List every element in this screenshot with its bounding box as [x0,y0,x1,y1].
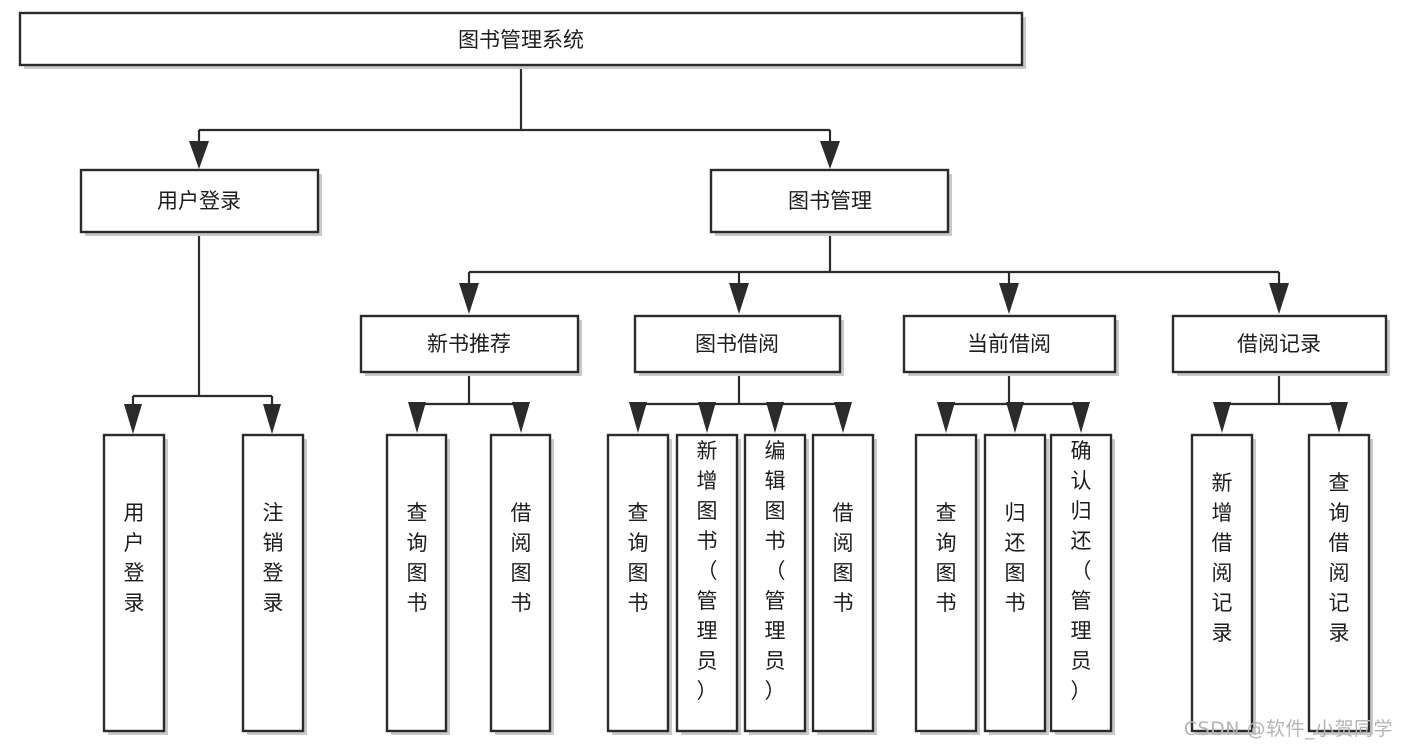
leaf-query-book-3-label: 查询图书 [936,501,957,615]
book-management-label: 图书管理 [788,189,872,213]
leaf-edit-book-box [743,433,807,733]
arrowhead-leaf-borrow-book-2 [834,402,852,433]
leaf-user-login-label: 用户登录 [124,501,145,615]
leaf-query-record-box [1307,433,1371,733]
arrowhead-leaf-add-book [698,402,716,433]
node-leaf-confirm-return[interactable]: 确认归还（管理员） [1049,433,1115,735]
arrowhead-new-book-recommend [459,283,479,314]
leaf-confirm-return-label: 确认归还（管理员） [1071,439,1092,703]
leaf-return-book-label: 归还图书 [1005,501,1026,615]
arrowhead-user-login [189,141,209,169]
node-leaf-add-record[interactable]: 新增借阅记录 [1190,433,1256,735]
borrow-record-label: 借阅记录 [1237,332,1321,356]
node-leaf-user-logout[interactable]: 注销登录 [241,433,307,735]
root-box [18,11,1024,67]
leaf-borrow-book-1-label: 借阅图书 [511,501,532,615]
user-login-label: 用户登录 [157,189,241,213]
leaf-user-logout-label: 注销登录 [263,501,284,615]
book-borrow-label: 图书借阅 [695,332,779,356]
leaf-return-book-box [983,433,1047,733]
leaf-borrow-book-2-label: 借阅图书 [833,501,854,615]
arrowhead-book-borrow [729,283,749,314]
leaf-add-book-label: 新增图书（管理员） [697,439,718,703]
leaf-edit-book-label: 编辑图书（管理员） [765,439,786,703]
root-label: 图书管理系统 [458,28,584,52]
node-leaf-return-book[interactable]: 归还图书 [983,433,1049,735]
arrowhead-leaf-user-logout [263,404,281,434]
arrowhead-leaf-query-book-3 [937,402,955,433]
arrowhead-leaf-confirm-return [1072,402,1090,433]
leaf-borrow-book-2-box [811,433,875,733]
node-current-borrow[interactable]: 当前借阅 [902,314,1119,376]
node-book-management[interactable]: 图书管理 [709,168,952,236]
leaf-query-book-1-label: 查询图书 [407,501,428,615]
current-borrow-box [902,314,1117,374]
node-new-book-recommend[interactable]: 新书推荐 [359,314,582,376]
node-leaf-edit-book[interactable]: 编辑图书（管理员） [743,433,809,735]
arrowhead-current-borrow [999,283,1019,314]
leaf-query-record-label: 查询借阅记录 [1329,471,1350,645]
leaf-query-book-2-box [606,433,670,733]
book-borrow-box [633,314,842,374]
node-user-login[interactable]: 用户登录 [79,168,322,236]
borrow-record-box [1171,314,1388,374]
node-leaf-borrow-book-2[interactable]: 借阅图书 [811,433,877,735]
node-borrow-record[interactable]: 借阅记录 [1171,314,1390,376]
leaf-query-book-3-box [914,433,978,733]
leaf-confirm-return-box [1049,433,1113,733]
node-leaf-borrow-book-1[interactable]: 借阅图书 [489,433,554,735]
connector-layer [124,67,1348,434]
arrowhead-book-management [820,141,840,169]
leaf-add-record-label: 新增借阅记录 [1212,471,1233,645]
node-leaf-query-record[interactable]: 查询借阅记录 [1307,433,1373,735]
leaf-add-book-box [675,433,739,733]
node-leaf-query-book-2[interactable]: 查询图书 [606,433,672,735]
arrowhead-leaf-user-login [124,404,142,434]
arrowhead-leaf-query-book-2 [629,402,647,433]
node-root[interactable]: 图书管理系统 [18,11,1026,69]
node-leaf-query-book-3[interactable]: 查询图书 [914,433,980,735]
leaf-query-book-2-label: 查询图书 [628,501,649,615]
node-leaf-add-book[interactable]: 新增图书（管理员） [675,433,741,735]
current-borrow-label: 当前借阅 [967,332,1051,356]
leaf-user-logout-box [241,433,305,733]
node-leaf-query-book-1[interactable]: 查询图书 [385,433,450,735]
leaf-borrow-book-1-box [489,433,552,733]
arrowhead-leaf-query-book-1 [408,402,426,433]
arrowhead-leaf-return-book [1006,402,1024,433]
node-book-borrow[interactable]: 图书借阅 [633,314,844,376]
node-leaf-user-login[interactable]: 用户登录 [102,433,168,735]
arrowhead-borrow-record [1269,283,1289,314]
csdn-watermark: CSDN @软件_小贺同学 [1183,718,1393,740]
arrowhead-leaf-borrow-book-1 [512,402,530,433]
book-management-box [709,168,950,234]
leaf-query-book-1-box [385,433,448,733]
new-book-recommend-box [359,314,580,374]
leaf-add-record-box [1190,433,1254,733]
new-book-recommend-label: 新书推荐 [427,332,511,356]
arrowhead-leaf-query-record [1330,402,1348,433]
arrowhead-leaf-edit-book [766,402,784,433]
leaf-user-login-box [102,433,166,733]
user-login-box [79,168,320,234]
arrowhead-leaf-add-record [1213,402,1231,433]
